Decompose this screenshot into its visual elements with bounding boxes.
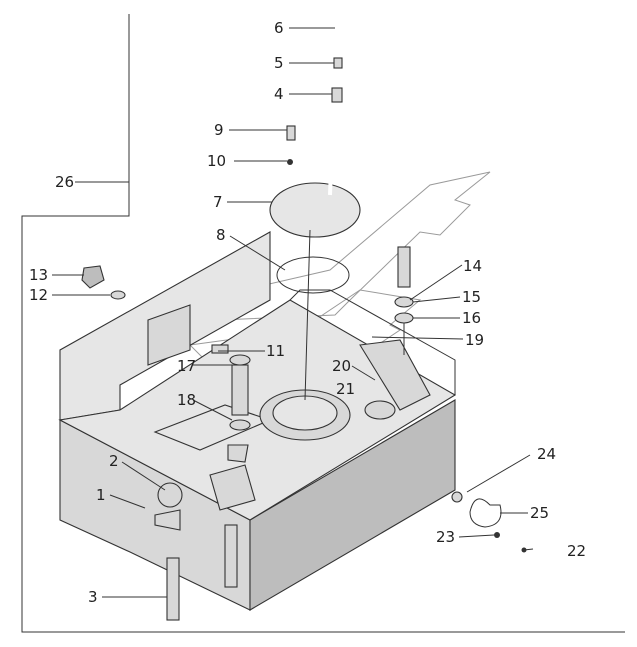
- assembly-boundary: [21, 14, 625, 633]
- callout-4: 4: [274, 85, 284, 103]
- callout-17: 17: [177, 357, 196, 375]
- callout-20: 20: [332, 357, 351, 375]
- callout-14: 14: [463, 257, 482, 275]
- cover-plate: [269, 182, 361, 238]
- callout-15: 15: [462, 288, 481, 306]
- callout-23: 23: [436, 528, 455, 546]
- leader-lines: [52, 27, 534, 598]
- callout-26: 26: [55, 173, 74, 191]
- callout-24: 24: [537, 445, 556, 463]
- fuel-tank: [58, 231, 457, 611]
- callout-22: 22: [567, 542, 586, 560]
- callout-3: 3: [88, 588, 98, 606]
- callout-10: 10: [207, 152, 226, 170]
- callout-2: 2: [109, 452, 119, 470]
- callout-7: 7: [213, 193, 223, 211]
- callout-21: 21: [336, 380, 355, 398]
- callout-1: 1: [96, 486, 106, 504]
- callout-18: 18: [177, 391, 196, 409]
- callout-8: 8: [216, 226, 226, 244]
- callout-9: 9: [214, 121, 224, 139]
- callout-13: 13: [29, 266, 48, 284]
- gasket: [276, 256, 350, 294]
- callout-19: 19: [465, 331, 484, 349]
- callout-5: 5: [274, 54, 284, 72]
- gauge-right: [224, 524, 238, 588]
- callout-16: 16: [462, 309, 481, 327]
- callout-25: 25: [530, 504, 549, 522]
- callout-6: 6: [274, 19, 284, 37]
- gauge-left: [166, 557, 180, 621]
- callout-11: 11: [266, 342, 285, 360]
- callout-labels: 1 2 3 4 5 6 7 8 9 10 11 12 13 14 15 16 1…: [29, 19, 586, 606]
- callout-12: 12: [29, 286, 48, 304]
